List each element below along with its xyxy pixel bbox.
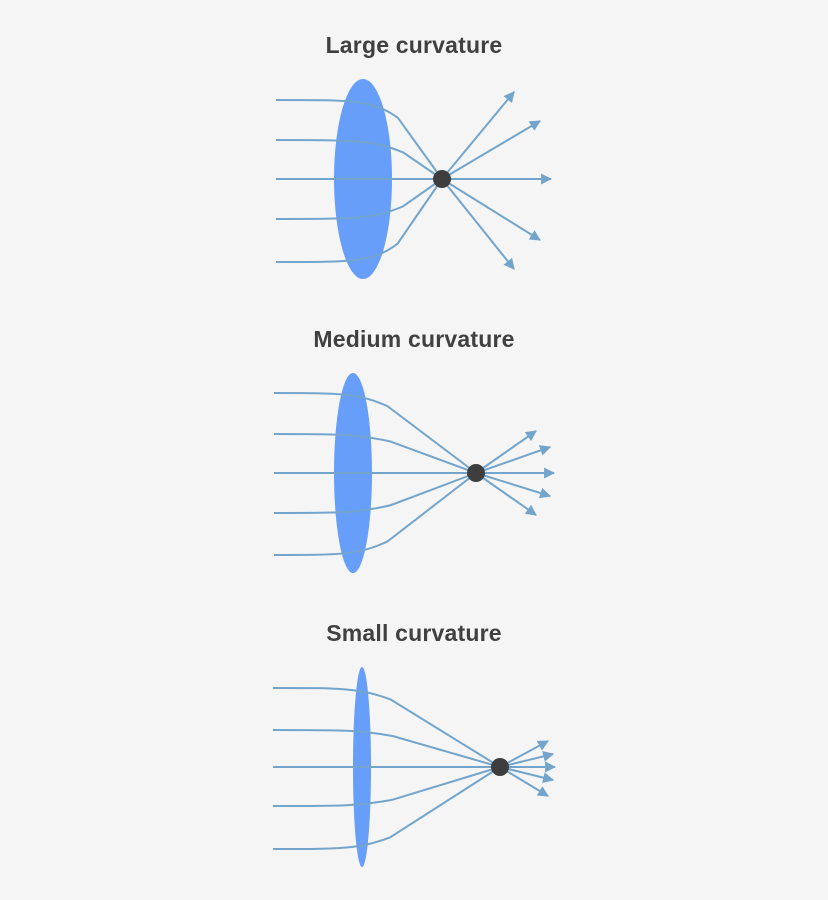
outgoing-ray-arrow [499, 766, 555, 783]
incoming-ray [272, 766, 501, 850]
incoming-ray [272, 766, 501, 807]
incoming-ray [275, 178, 443, 263]
outgoing-ray-arrow [441, 91, 515, 180]
incoming-ray [275, 99, 443, 180]
focal-point [433, 170, 451, 188]
focal-point [467, 464, 485, 482]
title-small-curvature: Small curvature [326, 620, 502, 646]
outgoing-ray-arrow [441, 178, 515, 270]
title-large-curvature: Large curvature [325, 32, 503, 58]
incoming-ray [272, 729, 501, 768]
outgoing-ray-arrow [475, 430, 537, 474]
outgoing-ray-arrow [475, 445, 552, 474]
outgoing-ray-arrow [441, 120, 541, 180]
incoming-ray [273, 472, 477, 514]
outgoing-ray-arrow [475, 472, 552, 499]
incoming-ray [275, 178, 443, 220]
outgoing-ray-arrow [499, 766, 549, 797]
incoming-ray [272, 687, 501, 768]
incoming-ray [273, 433, 477, 474]
incoming-ray [273, 472, 477, 556]
outgoing-ray-arrow [499, 740, 549, 768]
title-medium-curvature: Medium curvature [313, 326, 515, 352]
outgoing-ray-arrow [475, 472, 537, 516]
incoming-ray [273, 392, 477, 474]
incoming-ray [275, 139, 443, 180]
focal-point [491, 758, 509, 776]
lens-panel-large [275, 79, 553, 279]
lens-panel-medium [273, 373, 556, 573]
lens-panel-small [272, 667, 557, 867]
outgoing-ray-arrow [499, 751, 555, 768]
outgoing-ray-arrow [441, 178, 541, 241]
